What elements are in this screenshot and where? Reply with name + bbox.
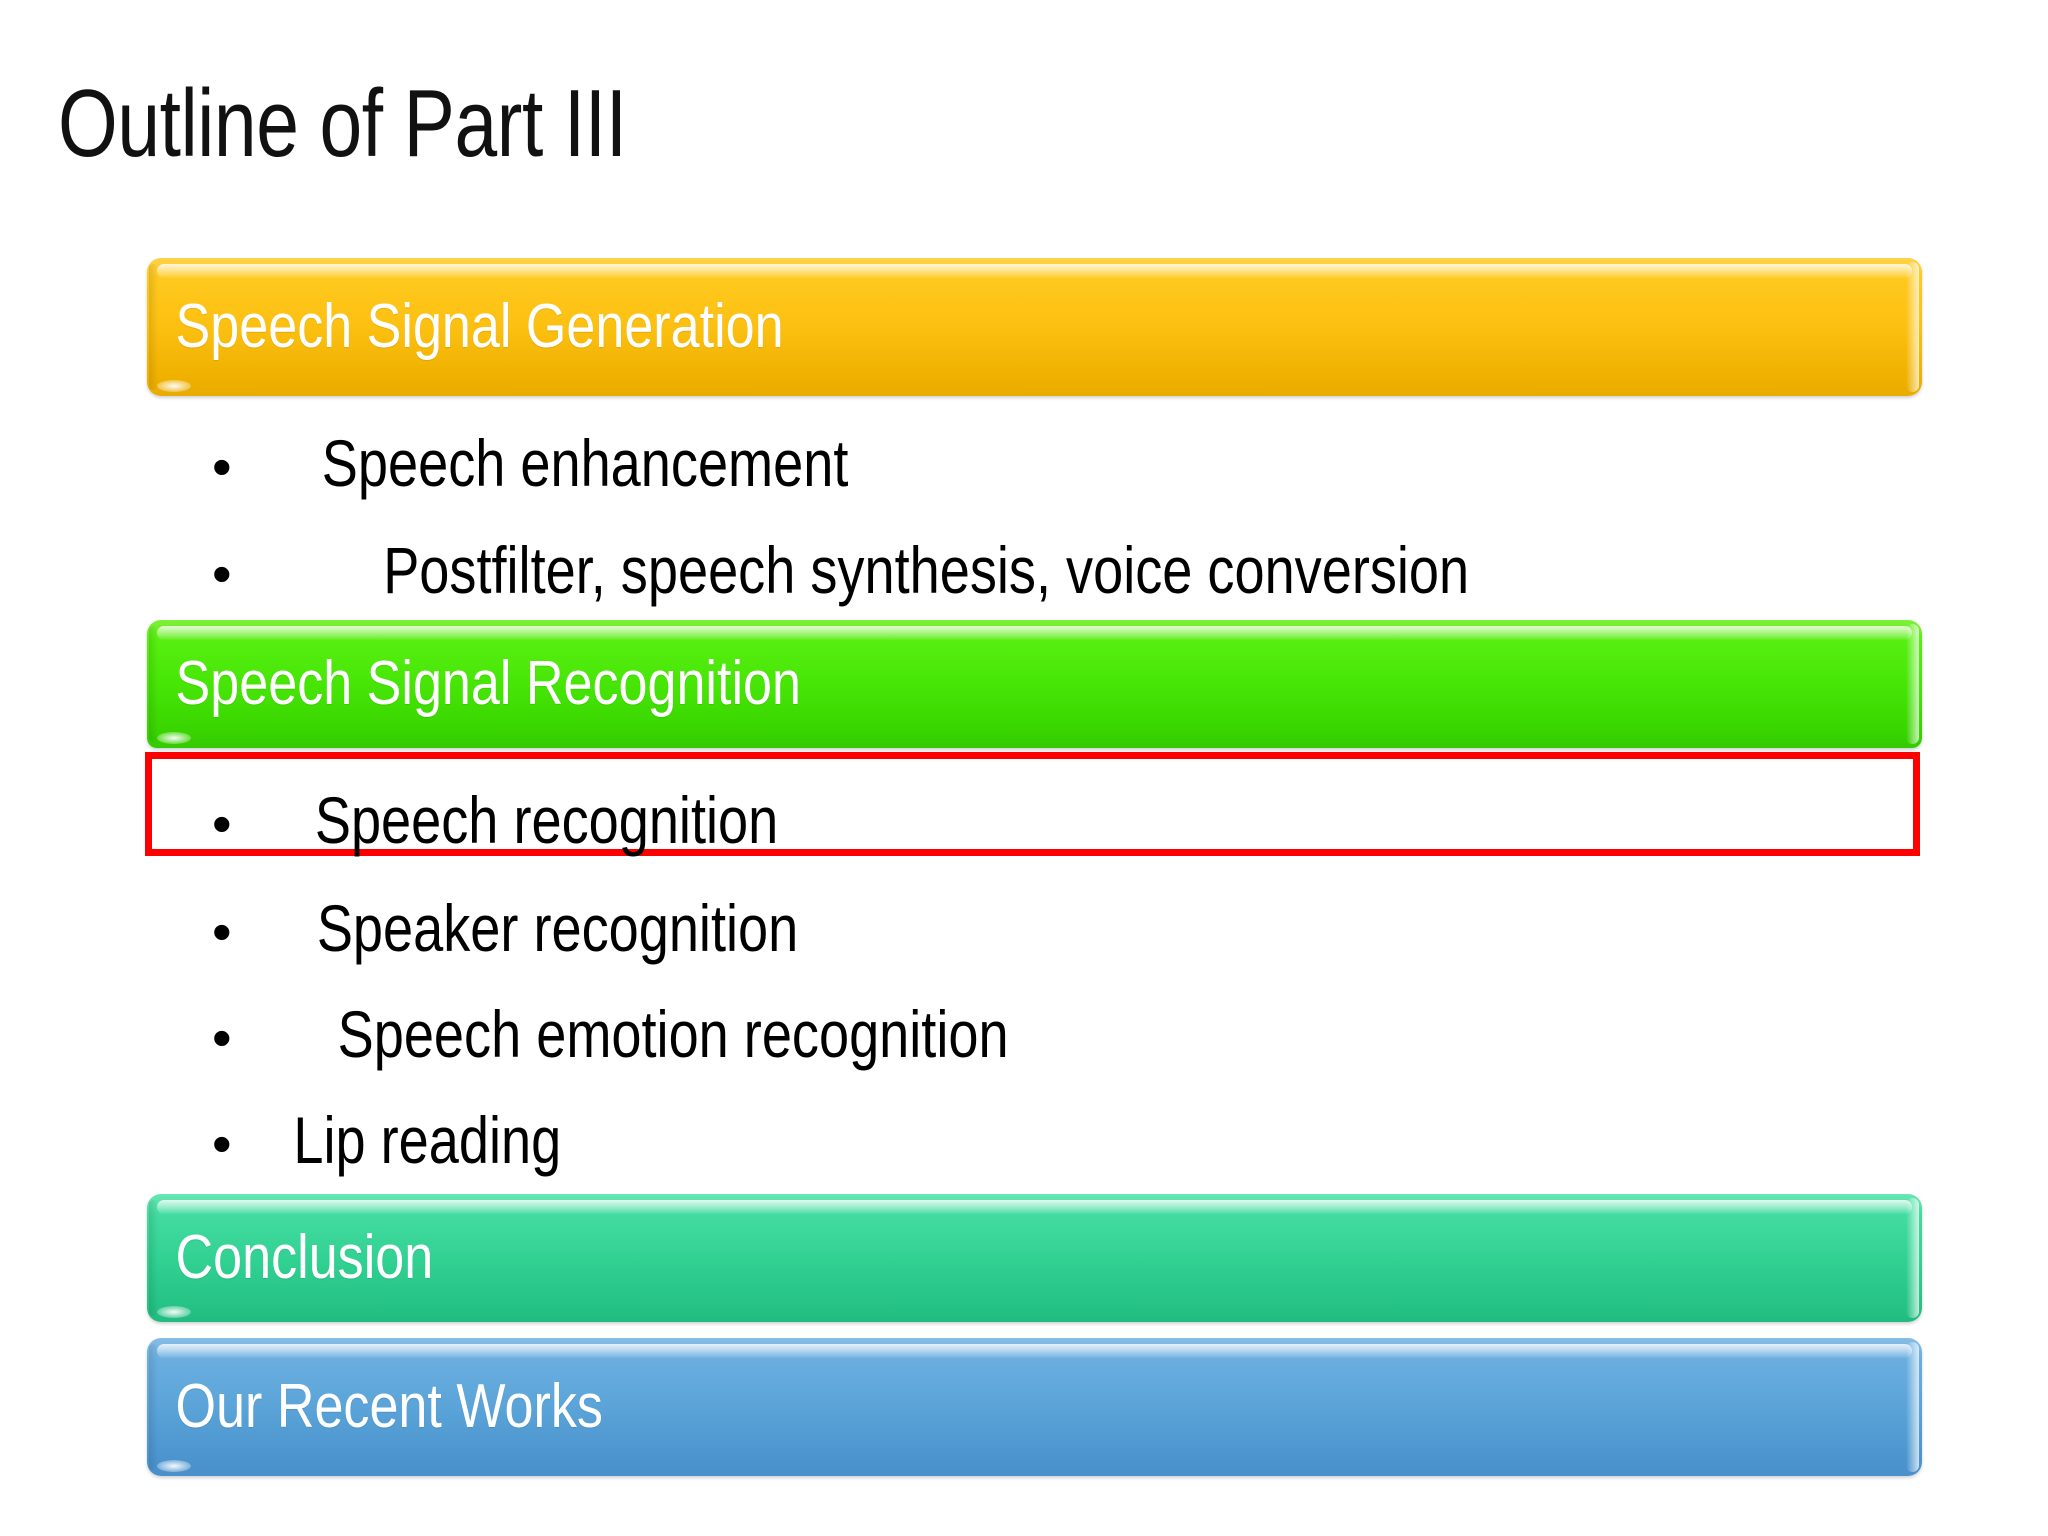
list-item-label: Speech recognition [314,783,779,857]
bullet-dot-icon: • [212,1006,232,1069]
list-item-label: Lip reading [293,1103,562,1177]
section-banner-label: Speech Signal Generation [175,292,784,361]
section-banner-speech-signal-recognition[interactable]: Speech Signal Recognition [147,620,1922,748]
section-banner-label: Speech Signal Recognition [175,649,801,718]
section-banner-label: Our Recent Works [175,1372,603,1441]
list-item: • Speaker recognition [212,895,851,961]
bullet-dot-icon: • [212,900,232,963]
section-banner-conclusion[interactable]: Conclusion [147,1194,1922,1322]
highlight-box [145,752,1920,856]
section-banner-speech-signal-generation[interactable]: Speech Signal Generation [147,258,1922,396]
list-item-label: Speech enhancement [321,426,849,500]
list-item: • Postfilter, speech synthesis, voice co… [212,537,1588,603]
list-item: • Lip reading [212,1107,591,1173]
bullet-dot-icon: • [212,792,232,855]
bullet-dot-icon: • [212,1112,232,1175]
bullet-dot-icon: • [212,435,232,498]
list-item-label: Speaker recognition [316,891,799,965]
list-item: • Speech enhancement [212,430,906,496]
list-item: • Speech emotion recognition [212,1001,1082,1067]
list-item-label: Postfilter, speech synthesis, voice conv… [383,533,1470,607]
section-banner-label: Conclusion [175,1223,434,1292]
bullet-dot-icon: • [212,542,232,605]
list-item-label: Speech emotion recognition [337,997,1009,1071]
list-item-highlighted: • Speech recognition [212,787,829,853]
section-banner-our-recent-works[interactable]: Our Recent Works [147,1338,1922,1476]
page-title: Outline of Part III [58,70,627,177]
